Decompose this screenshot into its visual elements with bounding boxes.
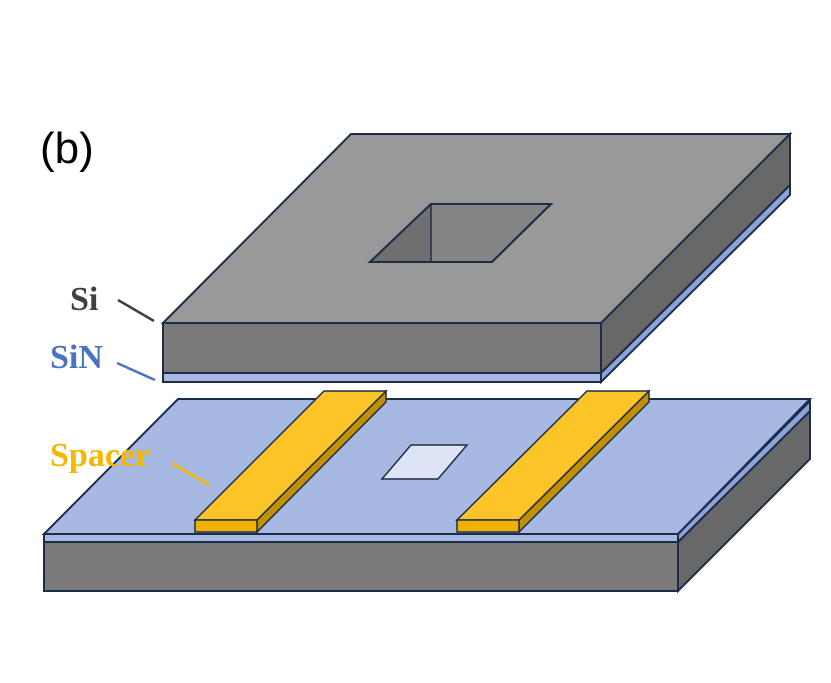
si-label: Si <box>70 281 98 318</box>
spacer-left <box>193 389 388 534</box>
sin-leader-line <box>116 361 156 382</box>
chip-front-sin <box>162 372 602 383</box>
spacer-right-front <box>456 519 520 533</box>
spacer-right <box>455 389 651 534</box>
spacer-leader-line <box>171 461 210 487</box>
substrate-front-sin <box>43 533 679 543</box>
chip-front-si <box>162 322 602 374</box>
bottom-substrate <box>41 398 813 594</box>
top-chip <box>160 131 793 385</box>
si-leader-line <box>117 298 155 323</box>
spacer-label: Spacer <box>50 437 150 474</box>
chip-window-outline <box>367 203 554 263</box>
bottom-membrane-window <box>380 444 469 480</box>
panel-label: (b) <box>40 124 94 173</box>
substrate-front-si <box>43 541 679 592</box>
sin-label: SiN <box>50 339 103 376</box>
spacer-left-front <box>194 519 258 533</box>
